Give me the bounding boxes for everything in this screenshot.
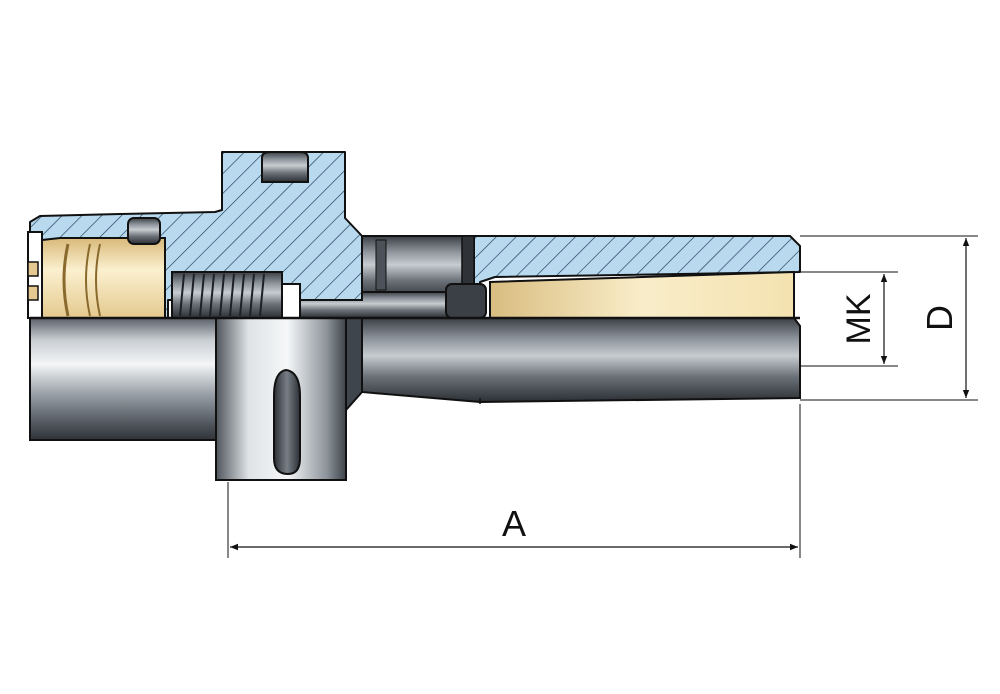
dimension-a-label: A — [502, 503, 526, 544]
sectioned-body — [27, 151, 801, 319]
thread-lines — [179, 273, 265, 317]
dimension-d: D — [800, 235, 978, 401]
dimension-mk: MK — [800, 271, 898, 367]
dimension-mk-label: MK — [840, 293, 878, 344]
exterior-view — [29, 316, 801, 481]
dimension-a: A — [227, 404, 801, 558]
dimension-d-label: D — [919, 305, 960, 331]
